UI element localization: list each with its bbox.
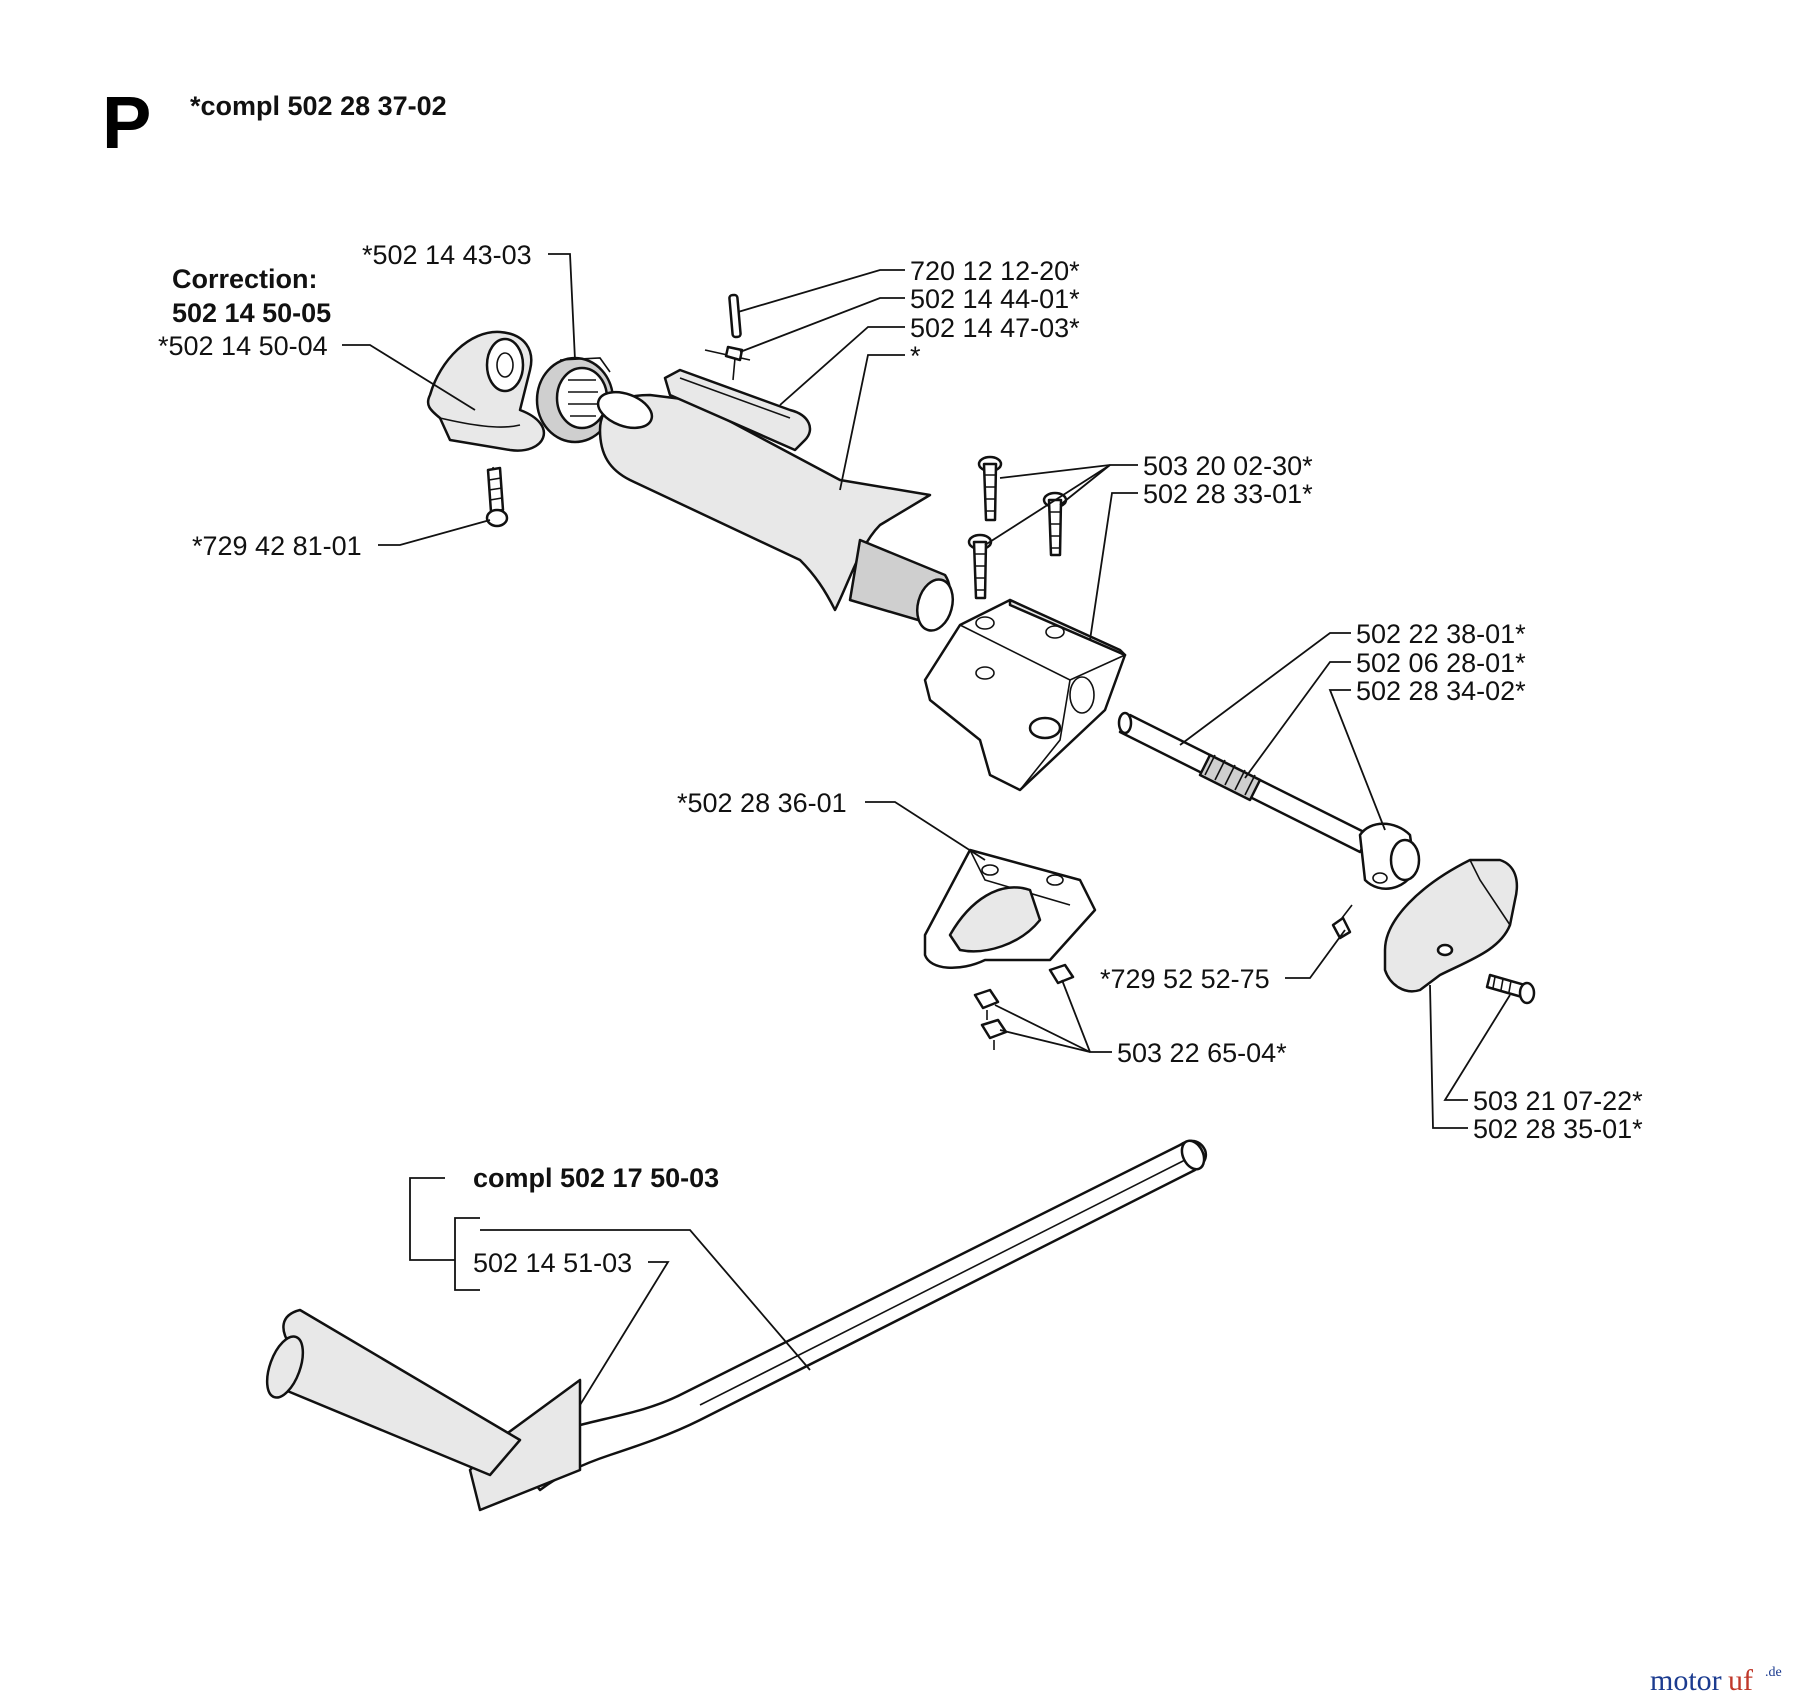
lower-clamp (923, 848, 1097, 970)
watermark-logo: motor uf .de (1650, 1664, 1782, 1697)
label-star: * (910, 341, 921, 371)
spring-pin (728, 293, 742, 339)
clamp-housing (923, 598, 1127, 792)
label-729-42-81-01: *729 42 81-01 (192, 531, 362, 561)
rubber-grip (265, 1308, 522, 1477)
cable-clamp-nut (1358, 822, 1421, 890)
label-502-28-36-01: *502 28 36-01 (677, 788, 847, 818)
cover (1383, 858, 1519, 993)
throttle-cable-spring (1198, 753, 1262, 802)
handle-grip (596, 390, 954, 632)
label-502-28-33-01: 502 28 33-01* (1143, 479, 1313, 509)
screw-cable (1331, 904, 1353, 940)
watermark-suffix: .de (1765, 1665, 1782, 1680)
label-502-14-47-03: 502 14 47-03* (910, 313, 1080, 343)
square-nut-3 (1048, 963, 1075, 985)
assembly-part-number: *compl 502 28 37-02 (190, 91, 447, 121)
correction-heading: Correction: (172, 264, 318, 294)
label-502-14-43-03: *502 14 43-03 (362, 240, 532, 270)
throttle-trigger (663, 368, 812, 452)
cover-screw (1485, 973, 1536, 1005)
label-503-21-07-22: 503 21 07-22* (1473, 1086, 1643, 1116)
label-502-06-28-01: 502 06 28-01* (1356, 648, 1526, 678)
label-502-22-38-01: 502 22 38-01* (1356, 619, 1526, 649)
label-502-28-35-01: 502 28 35-01* (1473, 1114, 1643, 1144)
correction-part-number: 502 14 50-05 (172, 298, 331, 328)
screw-knob (485, 466, 509, 528)
watermark-part1: motor (1650, 1664, 1722, 1697)
bolt-3 (967, 533, 993, 600)
square-nut-1 (973, 988, 1000, 1020)
label-502-14-51-03: 502 14 51-03 (473, 1248, 632, 1278)
section-letter: P (102, 81, 151, 164)
label-720-12-12-20: 720 12 12-20* (910, 256, 1080, 286)
label-503-22-65-04: 503 22 65-04* (1117, 1038, 1287, 1068)
label-compl-502-17-50-03: compl 502 17 50-03 (473, 1163, 719, 1193)
bolt-1 (977, 455, 1003, 522)
label-502-14-44-01: 502 14 44-01* (910, 284, 1080, 314)
throttle-spring (704, 345, 751, 381)
label-729-52-52-75: *729 52 52-75 (1100, 964, 1270, 994)
label-502-14-50-04: *502 14 50-04 (158, 331, 328, 361)
label-502-28-34-02: 502 28 34-02* (1356, 676, 1526, 706)
lever-knob (426, 330, 545, 452)
watermark-part2: uf (1728, 1664, 1753, 1697)
label-503-20-02-30: 503 20 02-30* (1143, 451, 1313, 481)
square-nut-2 (980, 1018, 1008, 1050)
